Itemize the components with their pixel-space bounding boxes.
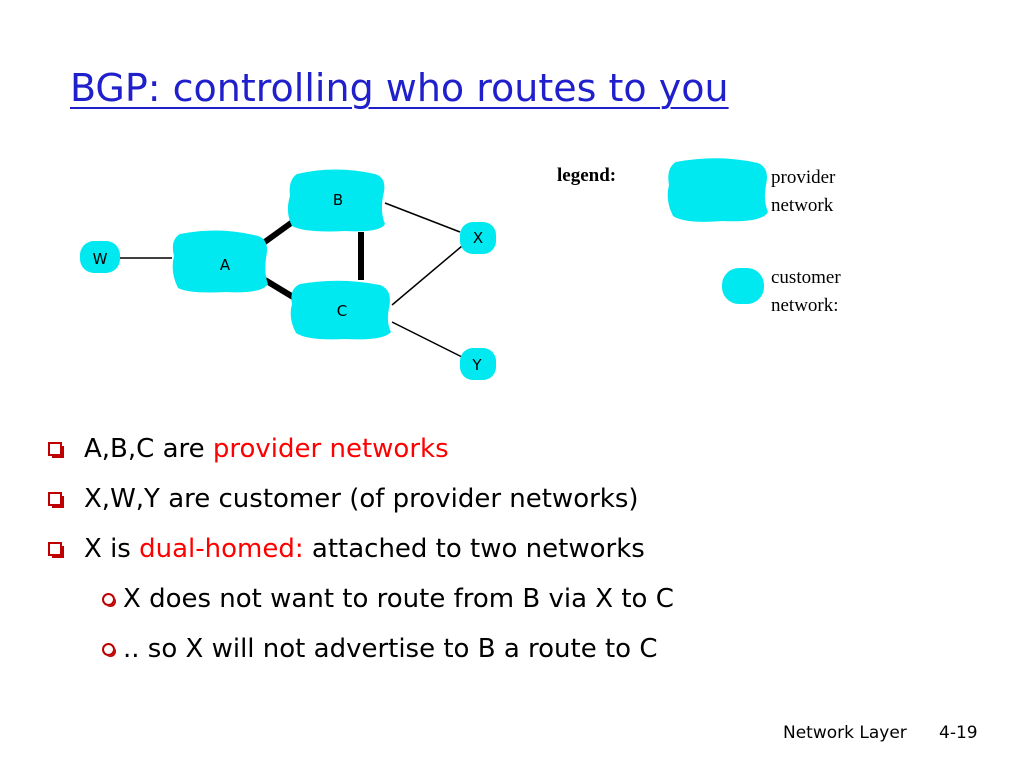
customer-x (460, 222, 496, 254)
square-bullet-icon (48, 442, 62, 456)
legend-provider-text-2: network (771, 195, 834, 216)
network-diagram: W A B C X Y legend: provider network cus… (80, 158, 841, 380)
node-label-c: C (337, 302, 347, 320)
legend-provider-text-1: provider (771, 167, 836, 188)
customer-w (80, 241, 120, 273)
node-label-w: W (93, 250, 108, 268)
bullet-item: A,B,C are provider networks (48, 424, 674, 474)
legend-customer-text-1: customer (771, 267, 841, 288)
bullet-list: A,B,C are provider networks X,W,Y are cu… (48, 424, 674, 674)
network-b (287, 169, 385, 232)
link-c-y (391, 321, 463, 358)
bullet-text: A,B,C are provider networks (84, 434, 449, 464)
sub-bullet-item: .. so X will not advertise to B a route … (102, 624, 674, 674)
sub-bullet-text: .. so X will not advertise to B a route … (123, 634, 658, 664)
highlight-text: dual-homed: (139, 534, 304, 564)
legend-customer-swatch (722, 268, 764, 304)
bullet-item: X,W,Y are customer (of provider networks… (48, 474, 674, 524)
node-label-x: X (473, 229, 483, 247)
customer-y (460, 348, 496, 380)
square-bullet-icon (48, 542, 62, 556)
node-label-b: B (333, 191, 343, 209)
bullet-item: X is dual-homed: attached to two network… (48, 524, 674, 574)
bullet-text: X is dual-homed: attached to two network… (84, 534, 645, 564)
sub-bullet-text: X does not want to route from B via X to… (123, 584, 674, 614)
legend-customer-text-2: network: (771, 295, 839, 316)
footer-page-number: 4-19 (939, 723, 978, 743)
circle-bullet-icon (102, 592, 115, 606)
footer-section: Network Layer (783, 723, 907, 743)
network-a (172, 230, 268, 293)
node-label-a: A (220, 256, 231, 274)
network-c (290, 280, 391, 340)
legend-label: legend: (557, 165, 616, 186)
highlight-text: provider networks (212, 434, 449, 464)
bullet-text: X,W,Y are customer (of provider networks… (84, 484, 639, 514)
node-label-y: Y (471, 356, 482, 374)
slide-title: BGP: controlling who routes to you (70, 66, 729, 110)
square-bullet-icon (48, 492, 62, 506)
link-c-x (391, 245, 463, 306)
legend-provider-swatch (667, 158, 768, 222)
link-b-x (384, 202, 461, 233)
sub-bullet-item: X does not want to route from B via X to… (102, 574, 674, 624)
circle-bullet-icon (102, 642, 115, 656)
